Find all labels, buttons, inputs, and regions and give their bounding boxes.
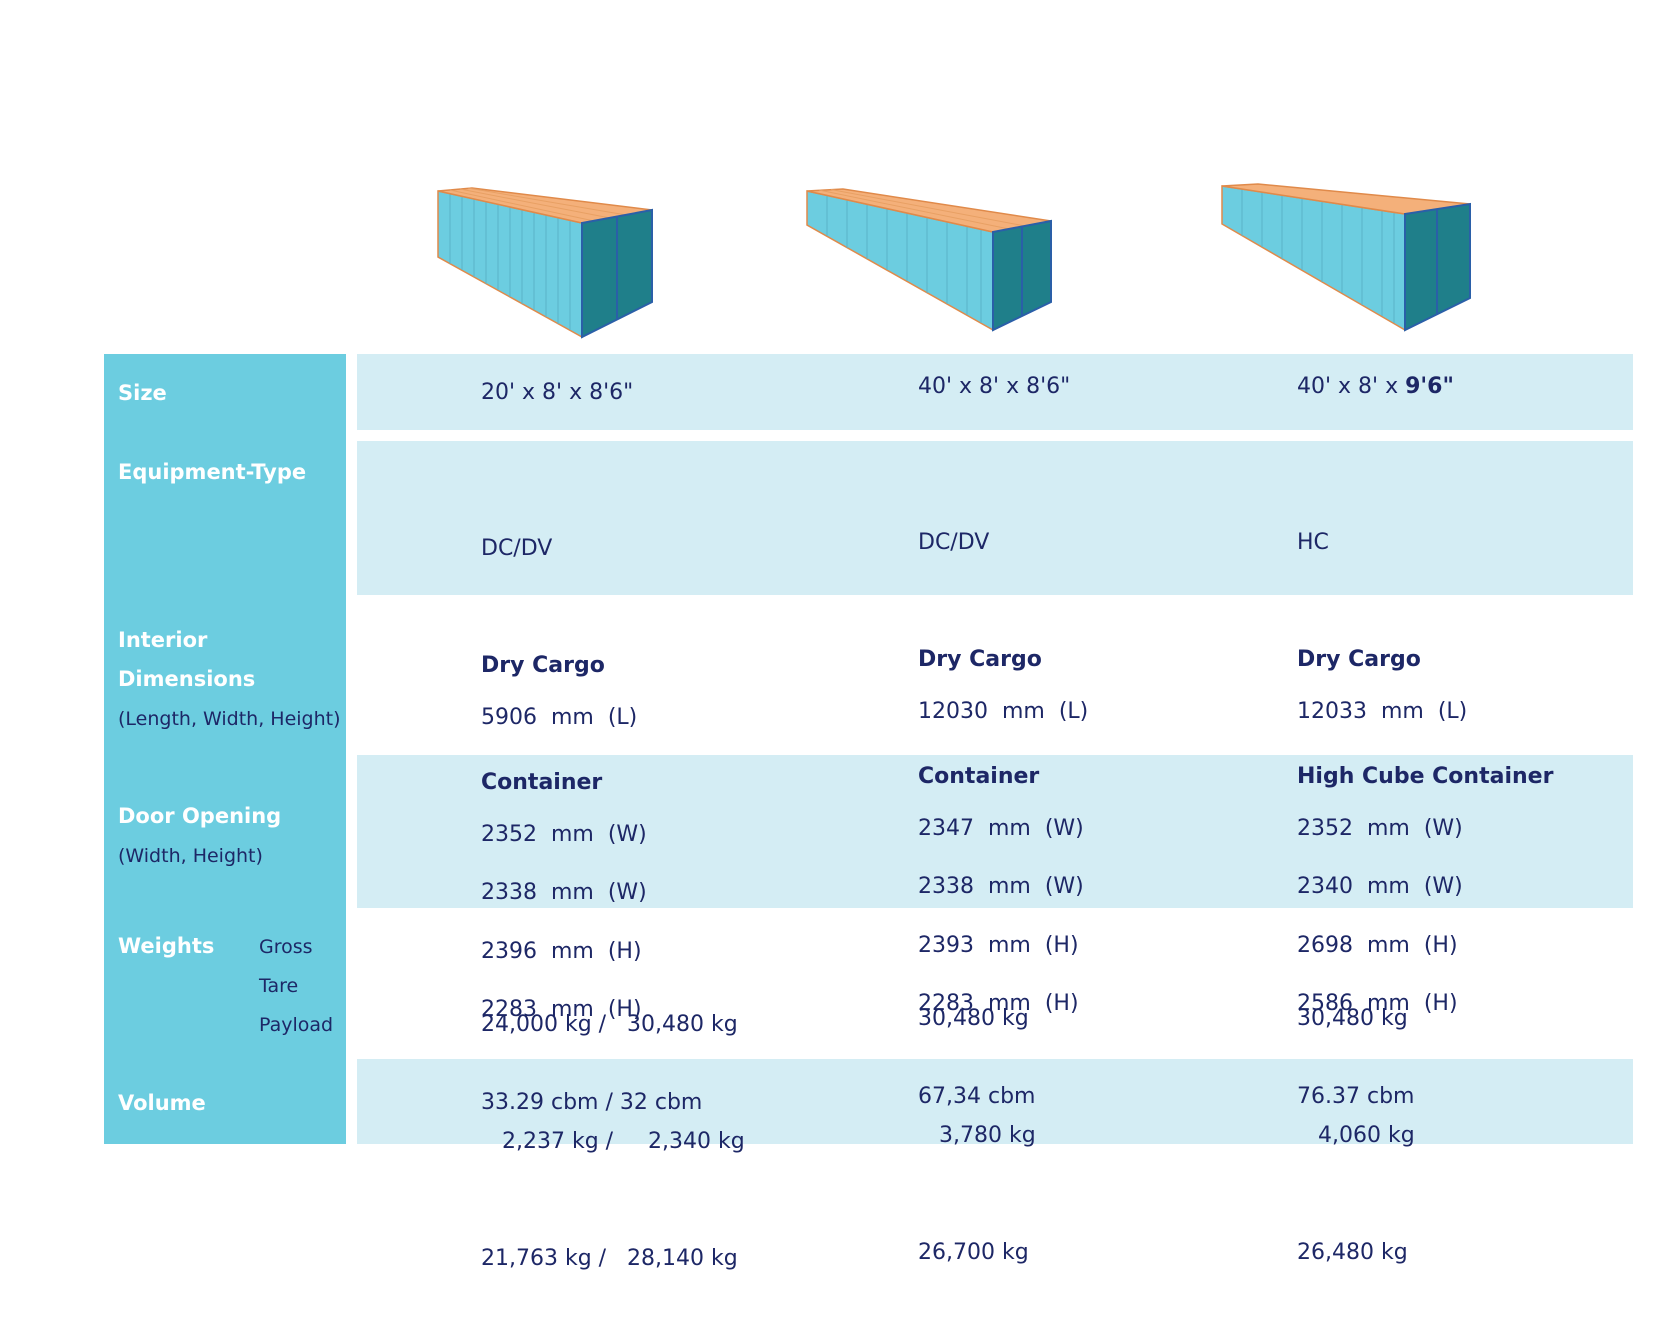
interior-40ft: 12030 mm (L) 2347 mm (W) 2393 mm (H) <box>918 614 1088 1004</box>
size-40ft-hc-height: 9'6" <box>1405 374 1454 399</box>
size-label: Size <box>118 381 167 405</box>
weight-tare: 2,237 kg / 2,340 kg <box>481 1129 745 1154</box>
door-height: 2283 mm (H) <box>918 991 1079 1016</box>
equipment-row-band <box>357 441 1633 595</box>
equipment-code: HC <box>1297 530 1329 555</box>
interior-height: 2396 mm (H) <box>481 939 642 964</box>
equipment-code: DC/DV <box>481 536 553 561</box>
volume-40ft: 67,34 cbm <box>918 1084 1036 1109</box>
door-width: 2338 mm (W) <box>481 880 647 905</box>
interior-sublabel: (Length, Width, Height) <box>118 708 341 730</box>
label-column <box>104 354 346 1144</box>
gross-label: Gross <box>259 936 313 958</box>
equipment-line1: Dry Cargo <box>918 647 1042 672</box>
interior-length: 12033 mm (L) <box>1297 699 1468 724</box>
equipment-40ft-hc: HC Dry Cargo High Cube Container <box>1297 445 1553 835</box>
size-40ft: 40' x 8' x 8'6" <box>918 374 1071 399</box>
equipment-20ft: DC/DV Dry Cargo Container <box>481 451 605 841</box>
volume-label: Volume <box>118 1091 206 1115</box>
equipment-type-label: Equipment-Type <box>118 460 307 484</box>
volume-row-band <box>357 1059 1633 1144</box>
volume-20ft: 33.29 cbm / 32 cbm <box>481 1090 703 1115</box>
door-width: 2340 mm (W) <box>1297 874 1463 899</box>
tare-label: Tare <box>259 975 299 997</box>
20ft-container-image <box>437 187 653 339</box>
equipment-line2: Container <box>918 764 1040 789</box>
equipment-code: DC/DV <box>918 530 990 555</box>
weight-gross: 30,480 kg <box>918 1006 1029 1031</box>
size-40ft-hc-prefix: 40' x 8' x <box>1297 374 1406 399</box>
weights-20ft: 24,000 kg / 30,480 kg 2,237 kg / 2,340 k… <box>481 927 745 1317</box>
40ft-container-image <box>806 188 1052 332</box>
interior-width: 2347 mm (W) <box>918 816 1084 841</box>
interior-width: 2352 mm (W) <box>481 822 647 847</box>
weights-label: Weights <box>118 934 215 958</box>
size-row-band <box>357 354 1633 430</box>
dimensions-label: Dimensions <box>118 667 256 691</box>
weight-gross: 30,480 kg <box>1297 1006 1408 1031</box>
weights-40ft: 30,480 kg 3,780 kg 26,700 kg <box>918 921 1036 1311</box>
weights-40ft-hc: 30,480 kg 4,060 kg 26,480 kg <box>1297 921 1415 1311</box>
weight-payload: 21,763 kg / 28,140 kg <box>481 1246 738 1271</box>
interior-20ft: 5906 mm (L) 2352 mm (W) 2396 mm (H) <box>481 620 647 1010</box>
size-40ft-hc: 40' x 8' x 9'6" <box>1297 367 1454 406</box>
interior-length: 5906 mm (L) <box>481 705 638 730</box>
weight-gross: 24,000 kg / 30,480 kg <box>481 1012 738 1037</box>
equipment-40ft: DC/DV Dry Cargo Container <box>918 445 1042 835</box>
weight-tare: 4,060 kg <box>1297 1123 1415 1148</box>
door-height: 2586 mm (H) <box>1297 991 1458 1016</box>
door-opening-label: Door Opening <box>118 804 282 828</box>
equipment-line2: Container <box>481 770 603 795</box>
door-40ft-hc: 2340 mm (W) 2586 mm (H) <box>1297 789 1463 1062</box>
40ft-high-cube-container-image <box>1221 183 1471 332</box>
door-40ft: 2338 mm (W) 2283 mm (H) <box>918 789 1084 1062</box>
door-20ft: 2338 mm (W) 2283 mm (H) <box>481 795 647 1068</box>
equipment-line2: High Cube Container <box>1297 764 1554 789</box>
door-row-band <box>357 755 1633 908</box>
volume-40ft-hc: 76.37 cbm <box>1297 1084 1415 1109</box>
size-20ft: 20' x 8' x 8'6" <box>481 380 634 405</box>
weight-tare: 3,780 kg <box>918 1123 1036 1148</box>
payload-label: Payload <box>259 1014 334 1036</box>
interior-label: Interior <box>118 628 208 652</box>
interior-height: 2698 mm (H) <box>1297 933 1458 958</box>
door-opening-sublabel: (Width, Height) <box>118 845 263 867</box>
equipment-line1: Dry Cargo <box>481 653 605 678</box>
interior-height: 2393 mm (H) <box>918 933 1079 958</box>
interior-40ft-hc: 12033 mm (L) 2352 mm (W) 2698 mm (H) <box>1297 614 1467 1004</box>
door-width: 2338 mm (W) <box>918 874 1084 899</box>
interior-length: 12030 mm (L) <box>918 699 1089 724</box>
weight-payload: 26,480 kg <box>1297 1240 1408 1265</box>
door-height: 2283 mm (H) <box>481 997 642 1022</box>
interior-width: 2352 mm (W) <box>1297 816 1463 841</box>
equipment-line1: Dry Cargo <box>1297 647 1421 672</box>
weight-payload: 26,700 kg <box>918 1240 1029 1265</box>
